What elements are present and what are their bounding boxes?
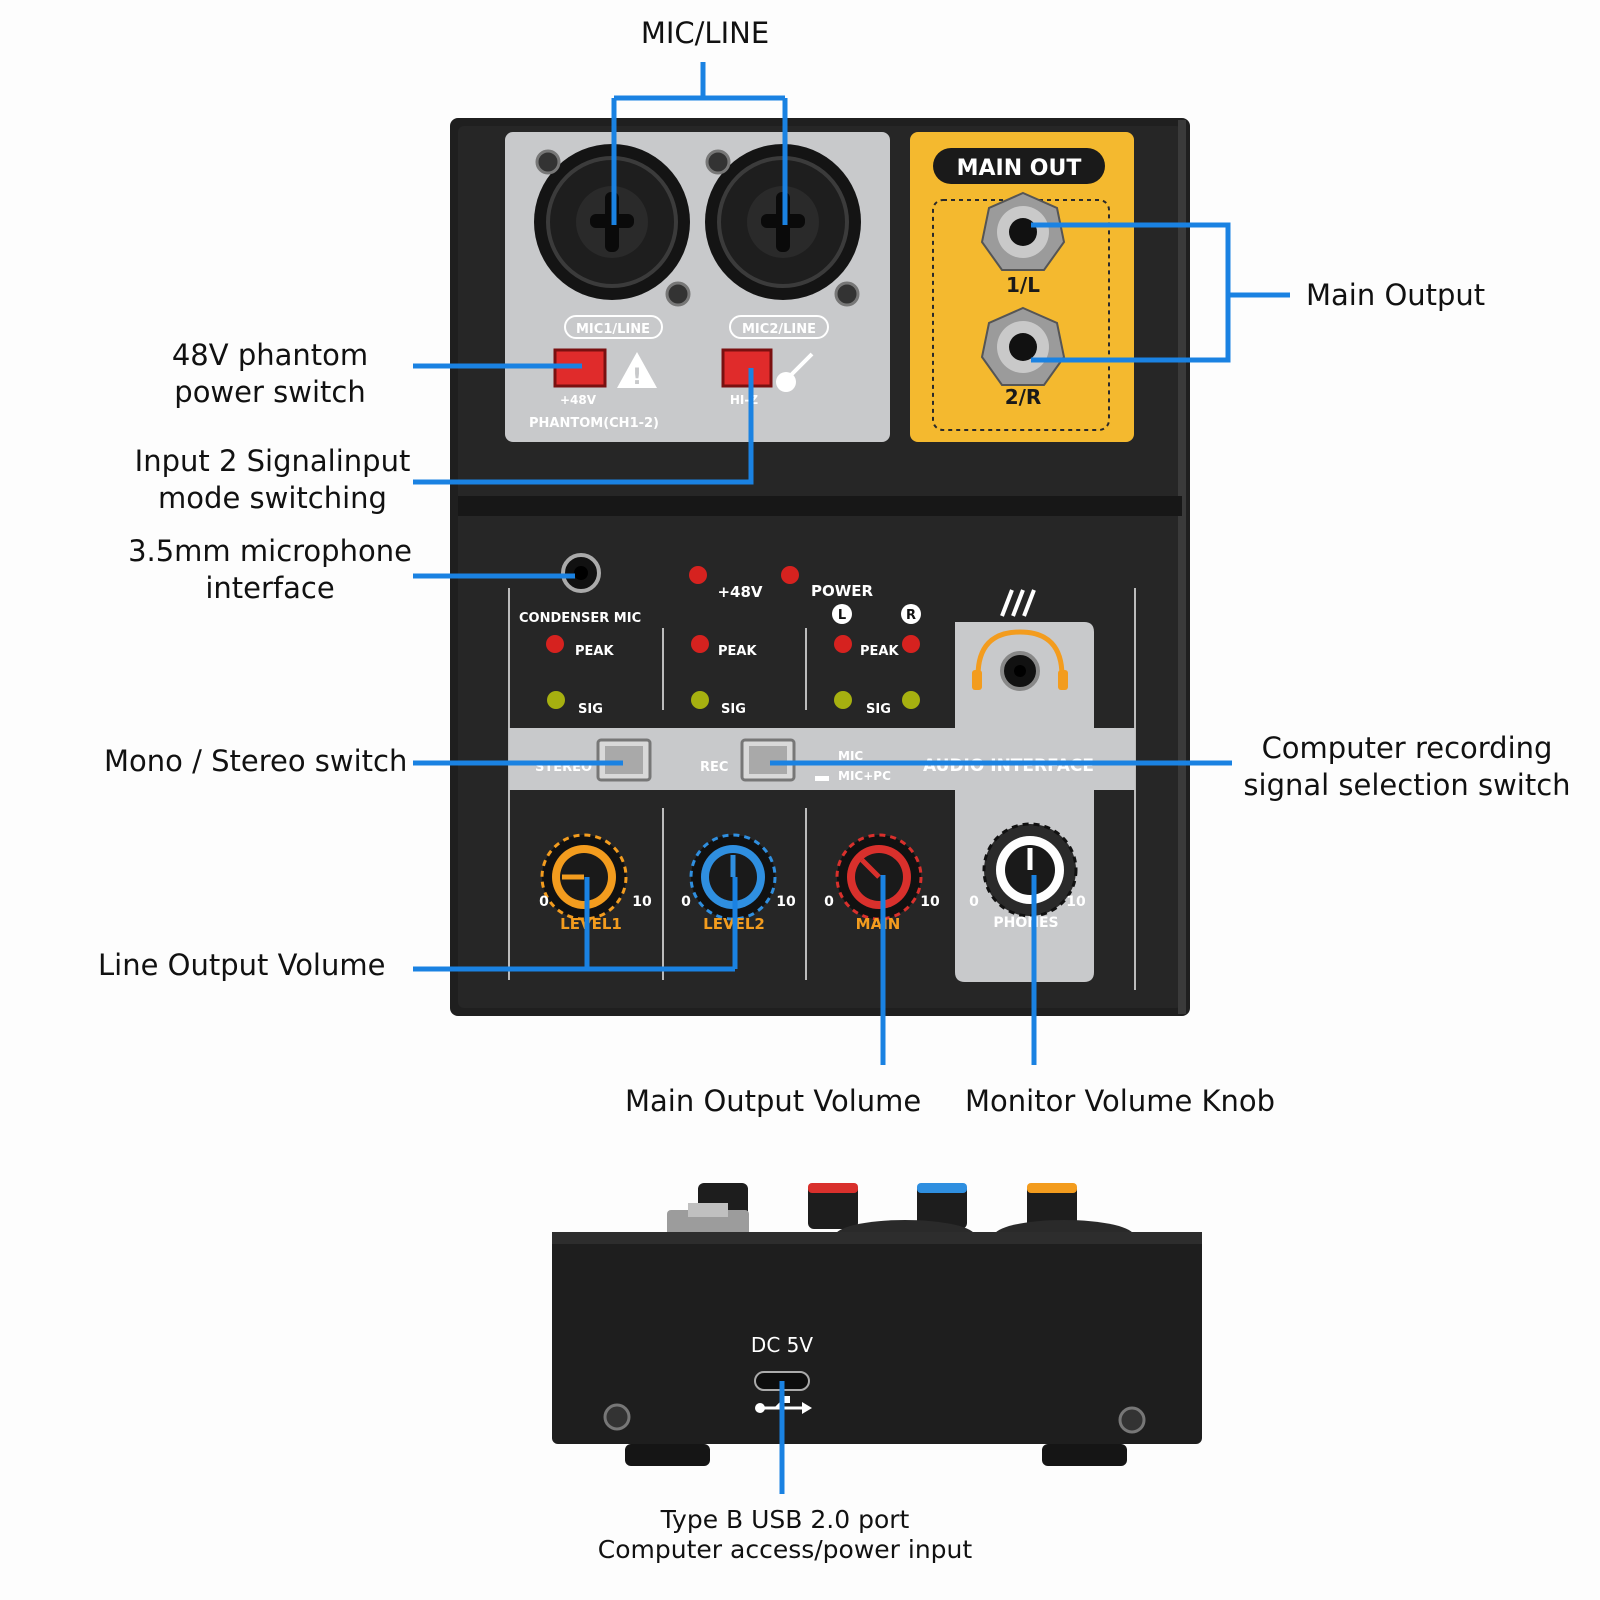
mixer-rear-view: DC 5V: [552, 1183, 1202, 1466]
rec-label: REC: [700, 760, 728, 775]
callout-rec-select-line2: signal selection switch: [1243, 768, 1571, 802]
level2-scale-max: 10: [776, 894, 796, 910]
plus48v-label: +48V: [717, 583, 762, 601]
callout-phantom-line1: 48V phantom: [171, 338, 369, 372]
led-power: [781, 566, 799, 584]
main-out-panel: [910, 132, 1134, 442]
mic-option-label: MIC: [838, 749, 863, 763]
led-48v: [689, 566, 707, 584]
r-label: R: [906, 608, 916, 623]
callout-monitor-knob: Monitor Volume Knob: [965, 1084, 1276, 1118]
callout-main-volume: Main Output Volume: [625, 1084, 922, 1118]
level1-scale-max: 10: [632, 894, 652, 910]
plus48v-small-label: +48V: [560, 393, 597, 407]
brand-logo: [1000, 589, 1036, 617]
callout-line-output: Line Output Volume: [98, 948, 386, 982]
audio-interface-label: AUDIO INTERFACE: [923, 756, 1094, 776]
callout-input2: Input 2 Signalinput mode switching: [100, 443, 445, 517]
peak-label-2: PEAK: [718, 644, 757, 659]
rear-chassis: [552, 1232, 1202, 1444]
power-label: POWER: [811, 582, 874, 600]
micpc-option-label: MIC+PC: [838, 769, 891, 783]
screw-icon: [665, 281, 691, 307]
callout-usb-line2: Computer access/power input: [597, 1535, 973, 1564]
callout-usb: Type B USB 2.0 port Computer access/powe…: [560, 1505, 1010, 1565]
sig-label-2: SIG: [721, 702, 746, 717]
callout-input2-line2: mode switching: [158, 481, 387, 515]
leader-input2: [413, 368, 754, 485]
phones-scale-min: 0: [969, 894, 979, 910]
headphone-jack[interactable]: [1000, 651, 1040, 691]
condenser-mic-label: CONDENSER MIC: [519, 611, 641, 626]
dc5v-label: DC 5V: [751, 1333, 813, 1357]
callout-phantom-line2: power switch: [174, 375, 366, 409]
jack-1l-label: 1/L: [1006, 273, 1040, 297]
svg-text:!: !: [632, 365, 642, 390]
sig-led-1: [547, 691, 565, 709]
sig-label-1: SIG: [578, 702, 603, 717]
phones-knob[interactable]: [982, 822, 1078, 918]
warning-icon: [617, 352, 657, 388]
peak-label-3: PEAK: [860, 644, 899, 659]
sig-led-2: [691, 691, 709, 709]
callout-phantom: 48V phantom power switch: [120, 337, 420, 411]
l-label: L: [838, 608, 846, 623]
peak-led-3: [834, 635, 852, 653]
headphones-icon: [972, 629, 1068, 690]
screw-icon: [705, 149, 731, 175]
main-scale-max: 10: [920, 894, 940, 910]
screw-icon: [1118, 1406, 1146, 1434]
hiz-button[interactable]: [721, 348, 773, 388]
guitar-icon: [776, 352, 814, 392]
peak-led-2: [691, 635, 709, 653]
callout-mic35-line2: interface: [205, 571, 335, 605]
mic1-label: MIC1/LINE: [576, 322, 650, 337]
peak-label-1: PEAK: [575, 644, 614, 659]
phones-scale-max: 10: [1066, 894, 1086, 910]
peak-led-4: [902, 635, 920, 653]
jack-2r-label: 2/R: [1005, 385, 1042, 409]
screw-icon: [535, 149, 561, 175]
level1-scale-min: 0: [539, 894, 549, 910]
phantom-ch-label: PHANTOM(CH1-2): [529, 416, 659, 431]
hiz-label: HI-Z: [730, 393, 758, 407]
callout-mic35: 3.5mm microphone interface: [100, 533, 440, 607]
callout-lines: [413, 62, 1290, 1494]
level1-knob[interactable]: [540, 833, 628, 921]
screw-icon: [603, 1403, 631, 1431]
sig-led-4: [902, 691, 920, 709]
main-knob[interactable]: [835, 833, 923, 921]
callout-mic-line: MIC/LINE: [640, 16, 770, 50]
main-scale-min: 0: [824, 894, 834, 910]
callout-usb-line1: Type B USB 2.0 port: [660, 1505, 910, 1534]
sig-label-3: SIG: [866, 702, 891, 717]
mixer-top-view: MIC1/LINE MIC2/LINE ! +48V PHANTOM(CH1-2…: [450, 118, 1190, 1016]
peak-led-1: [546, 635, 564, 653]
screw-icon: [834, 281, 860, 307]
mic2-label: MIC2/LINE: [742, 322, 816, 337]
phones-label: PHONES: [993, 915, 1058, 931]
main-out-title: MAIN OUT: [957, 156, 1082, 181]
main-out-jack-1[interactable]: [980, 191, 1066, 271]
level2-scale-min: 0: [681, 894, 691, 910]
sig-led-3: [834, 691, 852, 709]
callout-rec-select-line1: Computer recording: [1261, 731, 1553, 765]
callout-main-output: Main Output: [1306, 278, 1486, 312]
callout-mic35-line1: 3.5mm microphone: [128, 534, 412, 568]
callout-input2-line1: Input 2 Signalinput: [134, 444, 411, 478]
main-label: MAIN: [856, 915, 901, 933]
level1-label: LEVEL1: [560, 915, 622, 933]
callout-rec-select: Computer recording signal selection swit…: [1222, 730, 1592, 804]
callout-mono-stereo: Mono / Stereo switch: [104, 744, 408, 778]
